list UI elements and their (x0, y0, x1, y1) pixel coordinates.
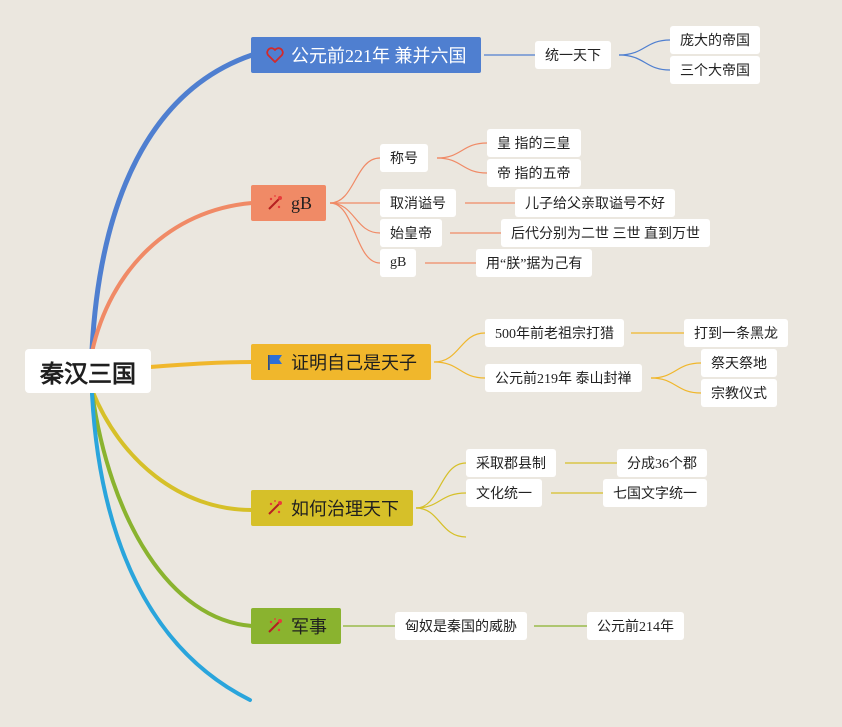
sparkle-icon (265, 193, 285, 213)
connector-root-branch-1 (89, 52, 255, 353)
topic-commandery[interactable]: 采取郡县制 (466, 449, 556, 477)
connector-b1-leaf-2 (618, 54, 671, 71)
connector-b4-extra (415, 507, 467, 538)
branch-label: 军事 (291, 617, 327, 637)
sparkle-icon (265, 498, 285, 518)
branch-label: 公元前221年 兼并六国 (291, 46, 467, 66)
topic-huge-empire[interactable]: 庞大的帝国 (670, 26, 760, 54)
connector-root-branch-4 (90, 388, 254, 512)
connector-b4-sub-2 (415, 492, 467, 509)
connector-b3-leaf-2 (650, 362, 702, 379)
topic-worship[interactable]: 祭天祭地 (701, 349, 777, 377)
connector-b2-sub-3 (329, 202, 381, 234)
topic-ritual[interactable]: 宗教仪式 (701, 379, 777, 407)
connector-b3-sub-2 (433, 361, 486, 379)
topic-di[interactable]: 帝 指的五帝 (487, 159, 581, 187)
topic-36-commanderies[interactable]: 分成36个郡 (617, 449, 707, 477)
branch-son-of-heaven[interactable]: 证明自己是天子 (251, 344, 431, 380)
topic-title[interactable]: 称号 (380, 144, 428, 172)
sparkle-icon (265, 616, 285, 636)
connector-b1-leaf-1 (618, 39, 671, 56)
root-topic[interactable]: 秦汉三国 (25, 349, 151, 393)
connector-b2-leaf-2 (436, 157, 488, 174)
topic-generations[interactable]: 后代分别为二世 三世 直到万世 (501, 219, 710, 247)
branch-label: 证明自己是天子 (291, 353, 417, 373)
connector-root-tail (90, 392, 252, 702)
heart-icon (265, 45, 285, 65)
connector-root-branch-5 (90, 390, 254, 628)
topic-first-emperor[interactable]: 始皇帝 (380, 219, 442, 247)
connector-root-branch-2 (90, 201, 254, 354)
branch-label: 如何治理天下 (291, 499, 399, 519)
topic-gb[interactable]: gB (380, 249, 417, 277)
branch-governance[interactable]: 如何治理天下 (251, 490, 413, 526)
connector-b4-sub-1 (415, 462, 467, 509)
flag-icon (265, 352, 285, 372)
branch-label: gB (291, 192, 313, 213)
topic-culture-unify[interactable]: 文化统一 (466, 479, 542, 507)
topic-huang[interactable]: 皇 指的三皇 (487, 129, 581, 157)
topic-214bc[interactable]: 公元前214年 (587, 612, 684, 640)
topic-son-naming[interactable]: 儿子给父亲取谥号不好 (515, 189, 675, 217)
connector-root-branch-3 (148, 360, 254, 369)
branch-annexation[interactable]: 公元前221年 兼并六国 (251, 37, 481, 73)
connector-b2-sub-4 (329, 202, 381, 264)
topic-ancestor-hunting[interactable]: 500年前老祖宗打猎 (485, 319, 624, 347)
branch-gb[interactable]: gB (251, 185, 327, 221)
topic-unify[interactable]: 统一天下 (535, 41, 611, 69)
connector-b3-leaf-3 (650, 377, 702, 394)
topic-three-empires[interactable]: 三个大帝国 (670, 56, 760, 84)
topic-abolish-posthumous[interactable]: 取消谥号 (380, 189, 456, 217)
connector-b2-sub-1 (329, 157, 381, 204)
topic-fengshan[interactable]: 公元前219年 泰山封禅 (485, 364, 642, 392)
connector-b3-sub-1 (433, 332, 486, 363)
connector-b2-leaf-1 (436, 142, 488, 159)
topic-black-dragon[interactable]: 打到一条黑龙 (684, 319, 788, 347)
topic-zhen[interactable]: 用“朕”据为己有 (476, 249, 593, 277)
topic-xiongnu[interactable]: 匈奴是秦国的威胁 (395, 612, 527, 640)
topic-script-unify[interactable]: 七国文字统一 (603, 479, 707, 507)
branch-military[interactable]: 军事 (251, 608, 341, 644)
